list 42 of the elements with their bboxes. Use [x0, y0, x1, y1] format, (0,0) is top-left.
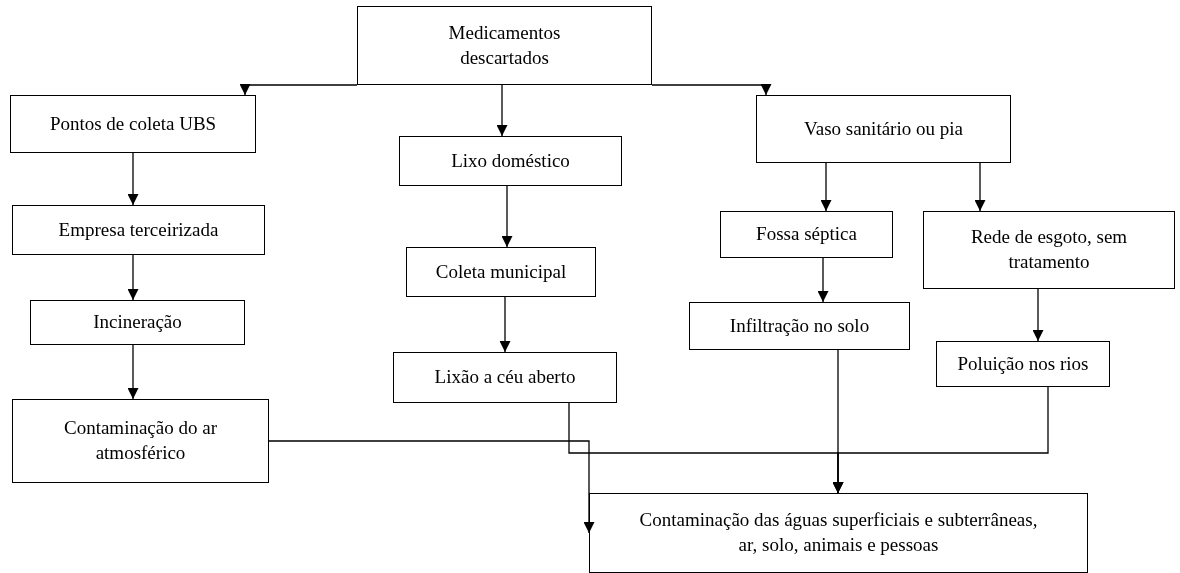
process-box: [399, 136, 622, 186]
box-text: Vaso sanitário ou pia: [804, 116, 963, 141]
arrow: [501, 185, 513, 248]
arrow: [239, 84, 358, 96]
arrow: [127, 254, 139, 301]
box-text: Pontos de coleta UBS: [49, 111, 217, 136]
arrow: [974, 162, 986, 212]
process-box: [720, 211, 893, 258]
process-box: [689, 302, 910, 350]
arrow: [820, 162, 832, 212]
arrow: [127, 152, 139, 206]
process-box: [756, 95, 1011, 163]
box-text: Fossa séptica: [756, 222, 857, 247]
process-box: [10, 95, 256, 153]
arrow: [651, 84, 772, 96]
arrow: [127, 344, 139, 400]
box-text: Coleta municipal: [435, 259, 567, 284]
arrow: [832, 386, 1049, 494]
box-text: Empresa terceirizada: [58, 217, 219, 242]
box-text: Rede de esgoto, sem tratamento: [969, 225, 1129, 274]
process-box: [30, 300, 245, 345]
box-text: Medicamentos descartados: [447, 20, 562, 70]
process-box: [357, 6, 652, 85]
process-box: [393, 352, 617, 403]
process-box: [12, 399, 269, 483]
box-text: Contaminação das águas superficiais e subterrâneas, ar, solo, animais e pessoas: [638, 508, 1039, 557]
box-text: Poluição nos rios: [957, 351, 1089, 376]
arrow: [496, 84, 508, 137]
arrow: [499, 296, 511, 353]
process-box: [936, 341, 1110, 387]
process-box: [923, 211, 1175, 289]
arrow: [1032, 288, 1044, 342]
box-text: Lixo doméstico: [451, 148, 570, 173]
box-text: Infiltração no solo: [729, 313, 870, 338]
arrow: [817, 257, 829, 303]
box-text: Contaminação do ar atmosférico: [63, 416, 218, 465]
process-box: [12, 205, 265, 255]
arrow: [268, 440, 595, 534]
box-text: Lixão a céu aberto: [434, 365, 576, 390]
process-box: [589, 493, 1088, 573]
process-box: [406, 247, 596, 297]
box-text: Incineração: [93, 310, 182, 335]
